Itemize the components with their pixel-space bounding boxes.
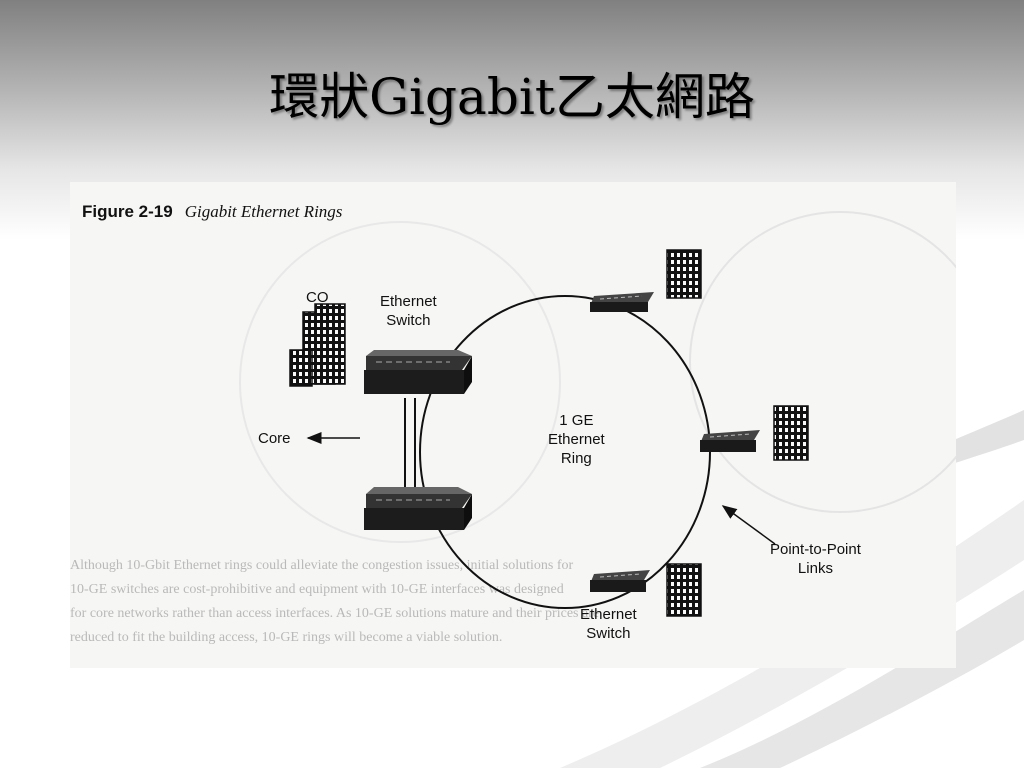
bleed-through-line-2: 10-GE switches are cost-prohibitive and … [70, 582, 564, 597]
network-diagram [239, 211, 956, 617]
ring-switch-right-icon [700, 430, 760, 452]
point-to-point-label-line2: Links [797, 560, 833, 577]
point-to-point-pointer [721, 505, 776, 545]
ring-label-line2: Ethernet [548, 431, 605, 448]
figure-heading: Figure 2-19 Gigabit Ethernet Rings [82, 202, 342, 222]
ring-label-line3: Ring [560, 450, 592, 467]
figure-panel: Although 10-Gbit Ethernet rings could al… [70, 182, 956, 668]
co-building-icon [289, 303, 346, 387]
building-right-icon [773, 405, 809, 461]
core-label: Core [258, 430, 291, 447]
bleed-through-line-3: for core networks rather than access int… [70, 606, 600, 621]
ethernet-switch-middle-icon [364, 487, 472, 530]
ring-switch-bottom-icon [590, 570, 650, 592]
ethernet-switch-top-label: Ethernet Switch [380, 292, 437, 330]
building-bottom-right-icon [666, 563, 702, 617]
slide-title: 環狀Gigabit乙太網路 [269, 68, 755, 126]
ethernet-switch-bottom-label-line2: Switch [586, 625, 631, 642]
figure-number: Figure 2-19 [82, 202, 173, 221]
point-to-point-label: Point-to-Point Links [770, 540, 861, 578]
building-top-right-icon [666, 249, 702, 299]
ring-switch-top-icon [590, 292, 654, 312]
ethernet-switch-bottom-label: Ethernet Switch [580, 605, 637, 643]
ethernet-switch-bottom-label-line1: Ethernet [580, 606, 637, 623]
co-label: CO [306, 289, 329, 306]
point-to-point-label-line1: Point-to-Point [770, 541, 861, 558]
bleed-through-line-4: reduced to fit the building access, 10-G… [70, 630, 503, 645]
ethernet-switch-top-icon [364, 350, 472, 394]
bleed-through-line-1: Although 10-Gbit Ethernet rings could al… [70, 558, 574, 573]
ring-label-line1: 1 GE [559, 412, 594, 429]
ring-label: 1 GE Ethernet Ring [548, 411, 605, 468]
ethernet-switch-top-label-line1: Ethernet [380, 293, 437, 310]
figure-caption: Gigabit Ethernet Rings [184, 202, 343, 221]
ethernet-switch-top-label-line2: Switch [386, 312, 431, 329]
